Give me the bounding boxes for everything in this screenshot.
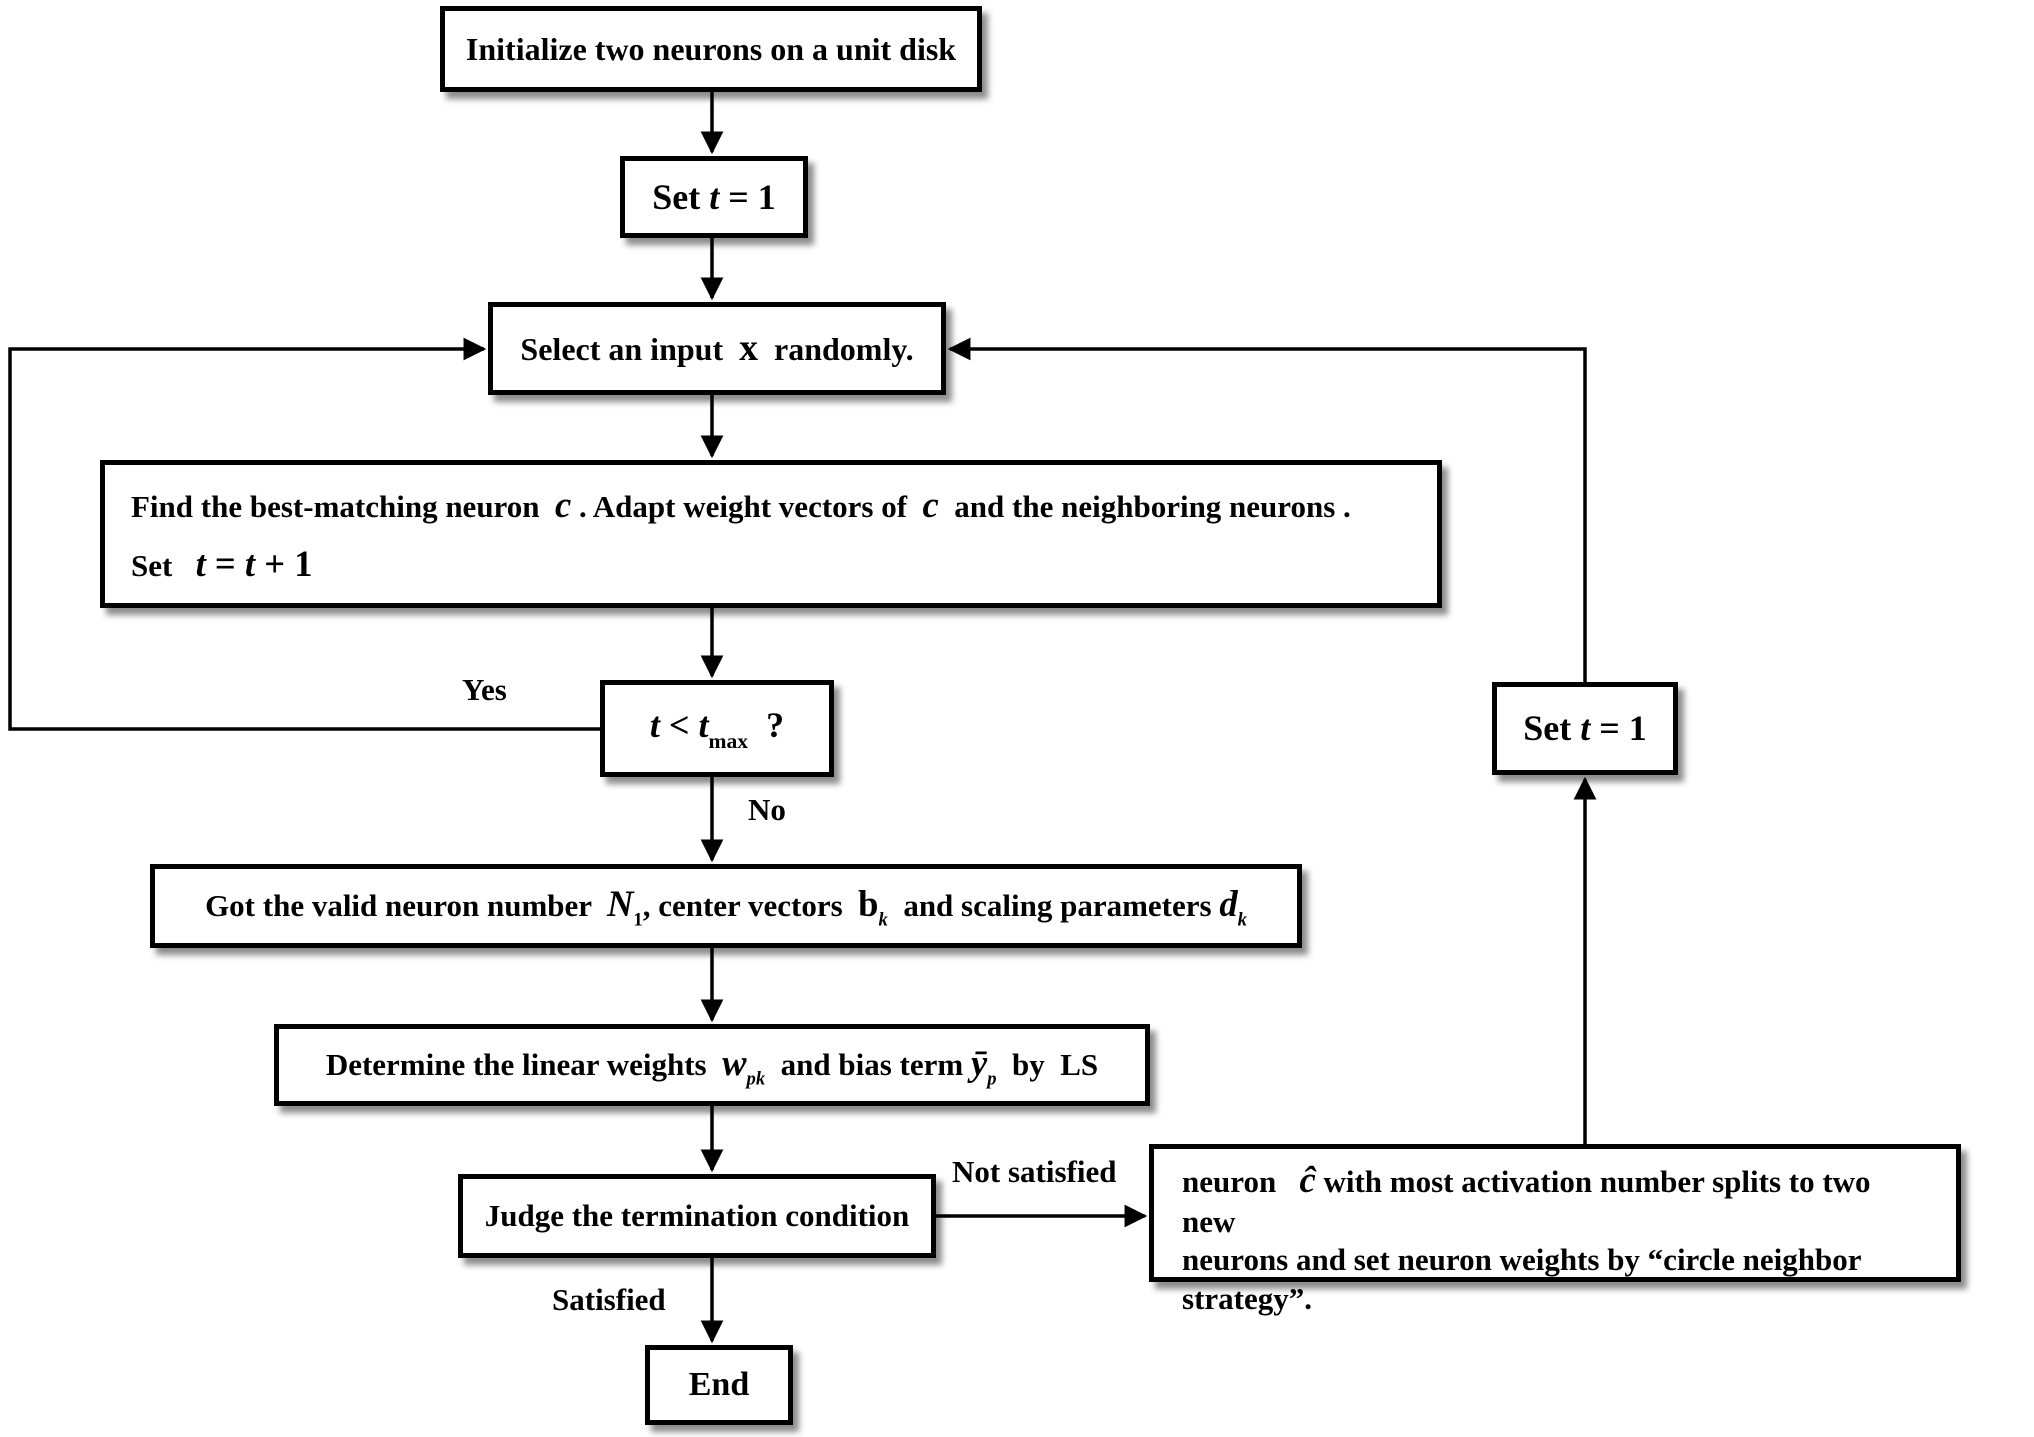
node-initialize: Initialize two neurons on a unit disk — [440, 6, 982, 92]
node-set-t-1: Set t = 1 — [620, 156, 808, 238]
node-text: Got the valid neuron number N1, center v… — [205, 882, 1247, 931]
node-text-line-2: Set t = t + 1 — [131, 542, 313, 584]
node-judge-termination: Judge the termination condition — [458, 1174, 936, 1258]
node-decision-t-less-tmax: t < tmax ? — [600, 680, 834, 777]
edge-label-yes: Yes — [462, 672, 507, 707]
node-select-input: Select an input x randomly. — [488, 302, 946, 395]
node-text-line-1: neuron ĉ with most activation number spl… — [1182, 1159, 1879, 1239]
node-neuron-split: neuron ĉ with most activation number spl… — [1149, 1144, 1961, 1316]
node-text: Initialize two neurons on a unit disk — [465, 31, 957, 67]
node-text: Select an input x randomly. — [520, 326, 914, 369]
loop-tmax-yes-to-select — [8, 337, 600, 731]
node-text-line-1: Find the best-matching neuron c . Adapt … — [131, 483, 1351, 525]
edge-label-not-satisfied: Not satisfied — [952, 1154, 1117, 1189]
node-text: Set t = 1 — [652, 176, 776, 217]
node-set-t-1-right: Set t = 1 — [1492, 682, 1678, 775]
loop-set-right-to-select — [947, 337, 1587, 682]
node-valid-neuron-number: Got the valid neuron number N1, center v… — [150, 864, 1302, 948]
edge-label-no: No — [748, 792, 786, 827]
node-text: Determine the linear weights wpk and bia… — [325, 1041, 1099, 1090]
node-determine-weights: Determine the linear weights wpk and bia… — [274, 1024, 1150, 1106]
node-find-best-matching: Find the best-matching neuron c . Adapt … — [100, 460, 1442, 608]
node-text: t < tmax ? — [649, 704, 785, 753]
node-end: End — [645, 1345, 793, 1425]
edge-label-satisfied: Satisfied — [552, 1282, 666, 1317]
node-text: Set t = 1 — [1523, 708, 1647, 748]
node-text: Judge the termination condition — [484, 1197, 910, 1233]
node-text-line-2: neurons and set neuron weights by “circl… — [1182, 1242, 1869, 1317]
node-text: End — [688, 1365, 750, 1403]
